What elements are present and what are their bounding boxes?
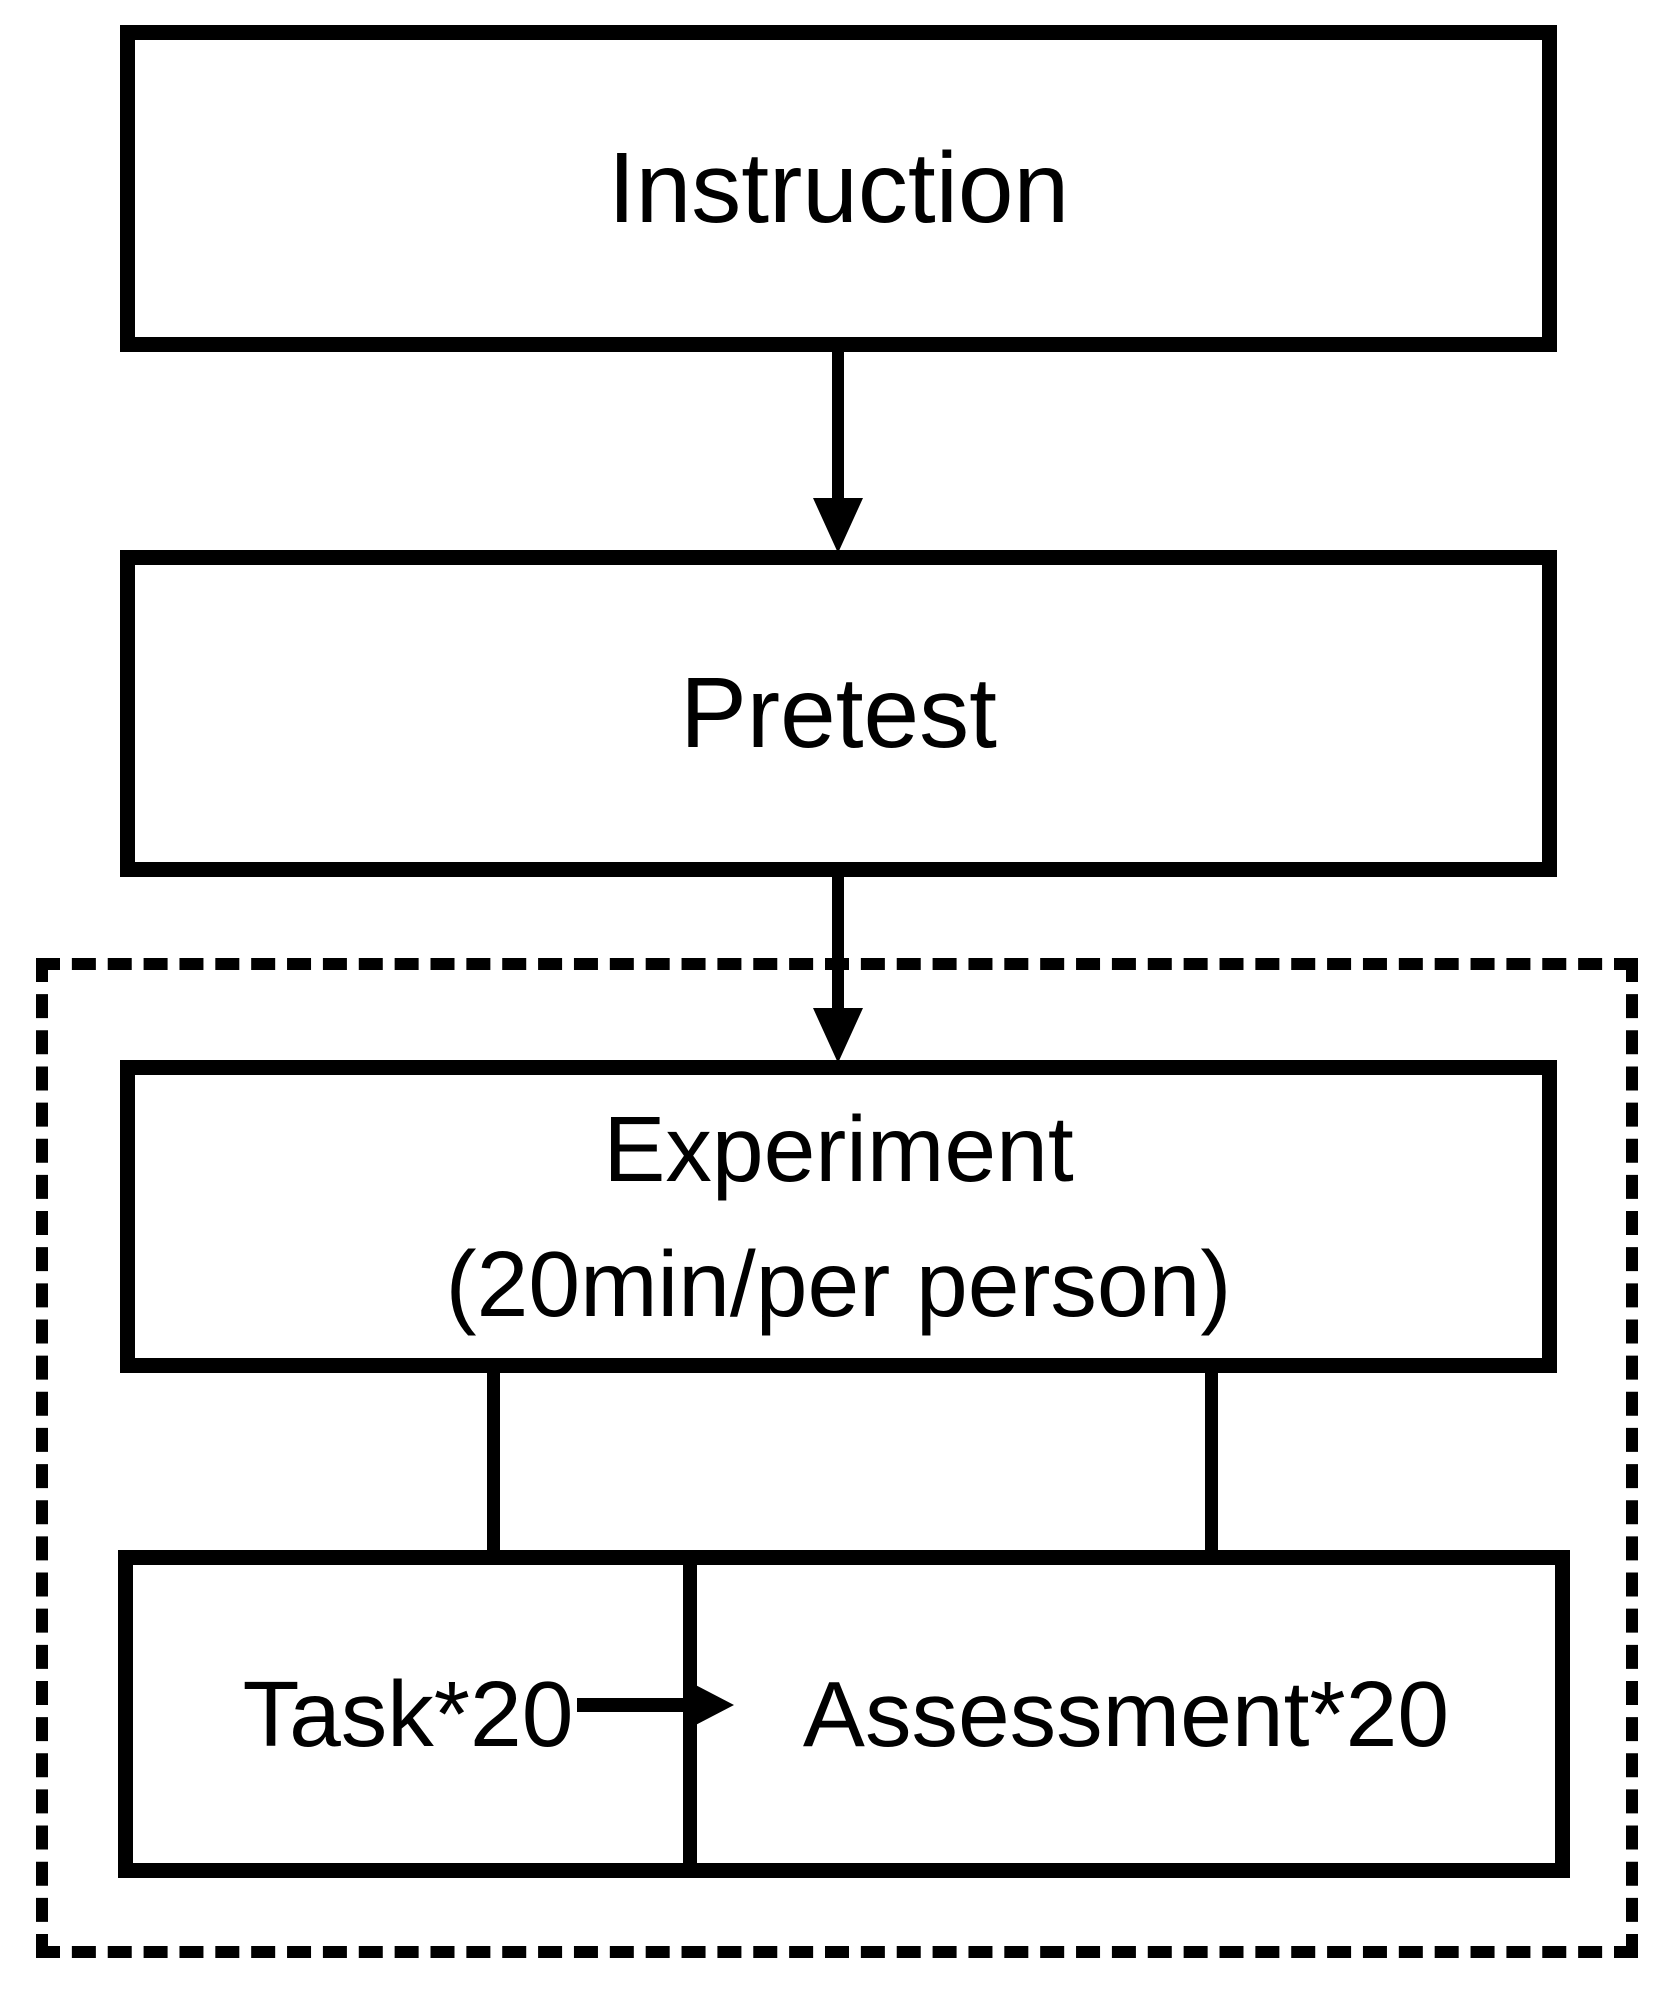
experiment-phase-dotted-container	[36, 958, 1638, 1958]
edge-pretest-to-experiment-arrowhead-icon	[813, 1008, 863, 1063]
edge-instruction-to-pretest-arrowhead-icon	[813, 498, 863, 553]
edge-pretest-to-experiment-line	[832, 875, 844, 1010]
node-pretest: Pretest	[120, 550, 1557, 877]
node-task-assessment-box: Task*20 Assessment*20	[118, 1550, 1570, 1878]
edge-task-to-assessment-arrowhead-icon	[686, 1680, 734, 1730]
edge-task-to-assessment-line	[577, 1698, 697, 1712]
edge-instruction-to-pretest-line	[832, 350, 844, 500]
node-pretest-label: Pretest	[680, 657, 997, 769]
node-task-label: Task*20	[242, 1661, 574, 1766]
node-experiment: Experiment (20min/per person)	[120, 1060, 1557, 1373]
node-instruction-label: Instruction	[607, 132, 1070, 244]
node-experiment-label-line2: (20min/per person)	[445, 1231, 1232, 1336]
node-assessment-label: Assessment*20	[802, 1661, 1450, 1766]
edge-experiment-to-task-line	[487, 1371, 500, 1552]
node-experiment-label-line1: Experiment	[603, 1096, 1074, 1201]
node-instruction: Instruction	[120, 25, 1557, 352]
node-assessment: Assessment*20	[697, 1565, 1555, 1863]
edge-experiment-to-assessment-line	[1205, 1371, 1218, 1552]
node-task: Task*20	[133, 1565, 697, 1863]
